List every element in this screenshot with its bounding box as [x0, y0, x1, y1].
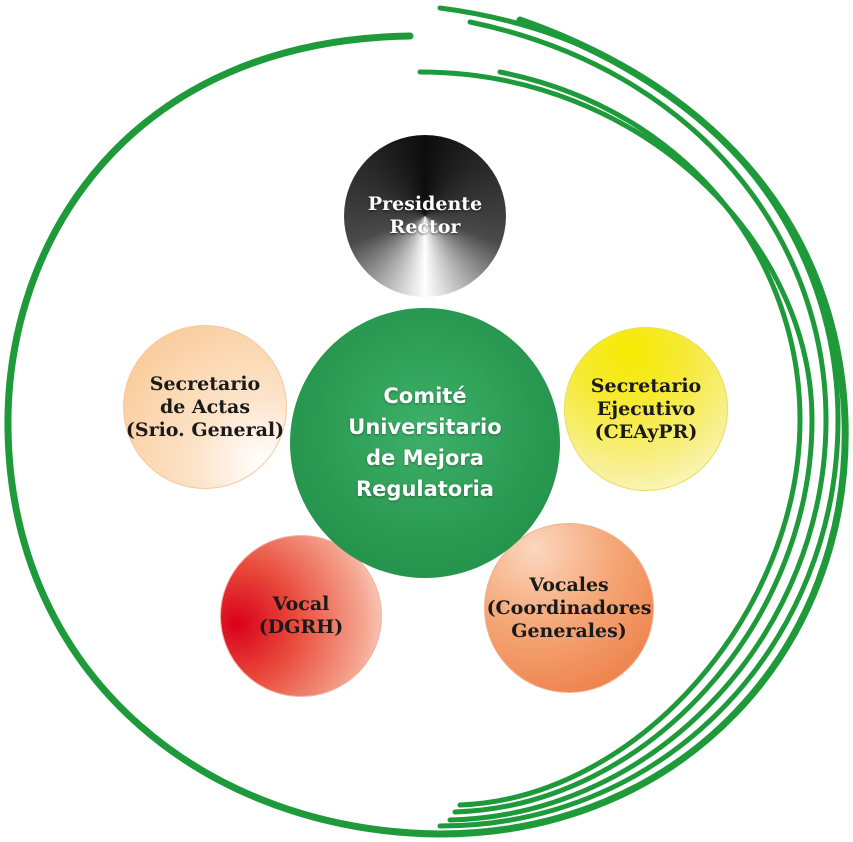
node-presidente: Presidente Rector [344, 135, 506, 297]
secretario-ejecutivo-label: Secretario Ejecutivo (CEAyPR) [591, 375, 701, 444]
node-secretario-ejecutivo: Secretario Ejecutivo (CEAyPR) [564, 327, 728, 491]
swirl-ring-5 [457, 69, 803, 808]
swirl-ring-4 [417, 69, 815, 815]
comite-line: Comité [383, 384, 467, 408]
node-vocales: Vocales (Coordinadores Generales) [484, 523, 654, 693]
presidente-line: Rector [389, 216, 461, 238]
comite-line: Universitario [348, 415, 502, 439]
vocal-line: Vocal [272, 593, 330, 615]
comite-label: Comité Universitario de Mejora Regulator… [348, 381, 501, 505]
secretario-ejecutivo-line: (CEAyPR) [594, 420, 698, 443]
swirl-ring-3 [447, 19, 829, 823]
node-comite-central: Comité Universitario de Mejora Regulator… [290, 308, 560, 578]
comite-line: Regulatoria [356, 477, 494, 501]
vocal-label: Vocal (DGRH) [259, 593, 343, 639]
presidente-line: Presidente [367, 193, 483, 215]
secretario-actas-line: (Srio. General) [125, 418, 285, 441]
secretario-actas-line: Secretario [149, 372, 261, 395]
vocal-line: (DGRH) [258, 616, 344, 638]
presidente-label: Presidente Rector [368, 193, 482, 239]
swirl-ring-outer [4, 16, 849, 838]
secretario-ejecutivo-line: Ejecutivo [596, 397, 696, 420]
secretario-actas-label: Secretario de Actas (Srio. General) [126, 373, 284, 442]
comite-line: de Mejora [366, 446, 484, 470]
vocales-line: (Coordinadores [486, 596, 652, 619]
swirl-ring-2 [437, 5, 841, 829]
node-vocal: Vocal (DGRH) [220, 535, 382, 697]
secretario-ejecutivo-line: Secretario [590, 374, 702, 397]
vocales-line: Vocales [529, 573, 609, 596]
node-secretario-actas: Secretario de Actas (Srio. General) [123, 325, 287, 489]
vocales-line: Generales) [511, 619, 627, 642]
vocales-label: Vocales (Coordinadores Generales) [487, 574, 652, 643]
secretario-actas-line: de Actas [159, 395, 251, 418]
